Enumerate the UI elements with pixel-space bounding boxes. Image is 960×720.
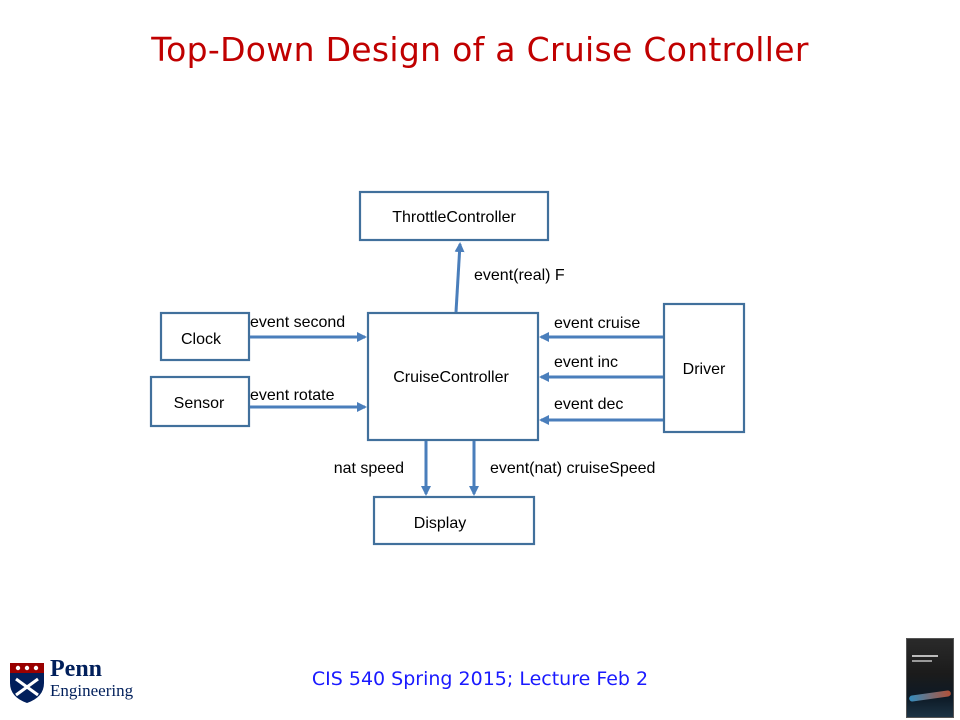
slide-footer: CIS 540 Spring 2015; Lecture Feb 2 bbox=[311, 668, 649, 690]
dec-event-label: event dec bbox=[554, 396, 623, 413]
book-cover-subtitle-line bbox=[912, 660, 932, 662]
throttle-controller-block: ThrottleController bbox=[358, 190, 550, 242]
slide-title: Top-Down Design of a Cruise Controller bbox=[151, 30, 809, 69]
display-block: Display bbox=[372, 495, 536, 546]
book-cover-light-streak bbox=[908, 690, 952, 702]
penn-logo-name: Penn bbox=[50, 656, 103, 682]
cruise-controller-label: CruiseController bbox=[393, 369, 509, 386]
cruise-controller-block: CruiseController bbox=[366, 311, 540, 442]
penn-logo-sub: Engineering bbox=[50, 681, 134, 700]
cruise-event-label: event cruise bbox=[554, 315, 640, 332]
sensor-label: Sensor bbox=[174, 395, 225, 412]
book-cover-title-line bbox=[912, 655, 938, 657]
sensor-block: Sensor bbox=[149, 375, 251, 428]
cruise-speed-event-label: event(nat) cruiseSpeed bbox=[490, 460, 655, 477]
throttle-arrow bbox=[454, 242, 465, 313]
display-label: Display bbox=[414, 515, 466, 532]
rotate-event-label: event rotate bbox=[250, 387, 335, 404]
throttle-event-label: event(real) F bbox=[474, 267, 565, 284]
driver-label: Driver bbox=[683, 361, 726, 378]
speed-event-label: nat speed bbox=[334, 460, 404, 477]
book-cover-thumbnail bbox=[906, 638, 954, 718]
driver-block: Driver bbox=[662, 302, 746, 434]
clock-block: Clock bbox=[159, 311, 251, 362]
inc-event-label: event inc bbox=[554, 354, 618, 371]
clock-label: Clock bbox=[181, 331, 222, 348]
throttle-controller-label: ThrottleController bbox=[392, 209, 516, 226]
penn-shield-icon bbox=[10, 663, 44, 703]
second-event-label: event second bbox=[250, 314, 345, 331]
